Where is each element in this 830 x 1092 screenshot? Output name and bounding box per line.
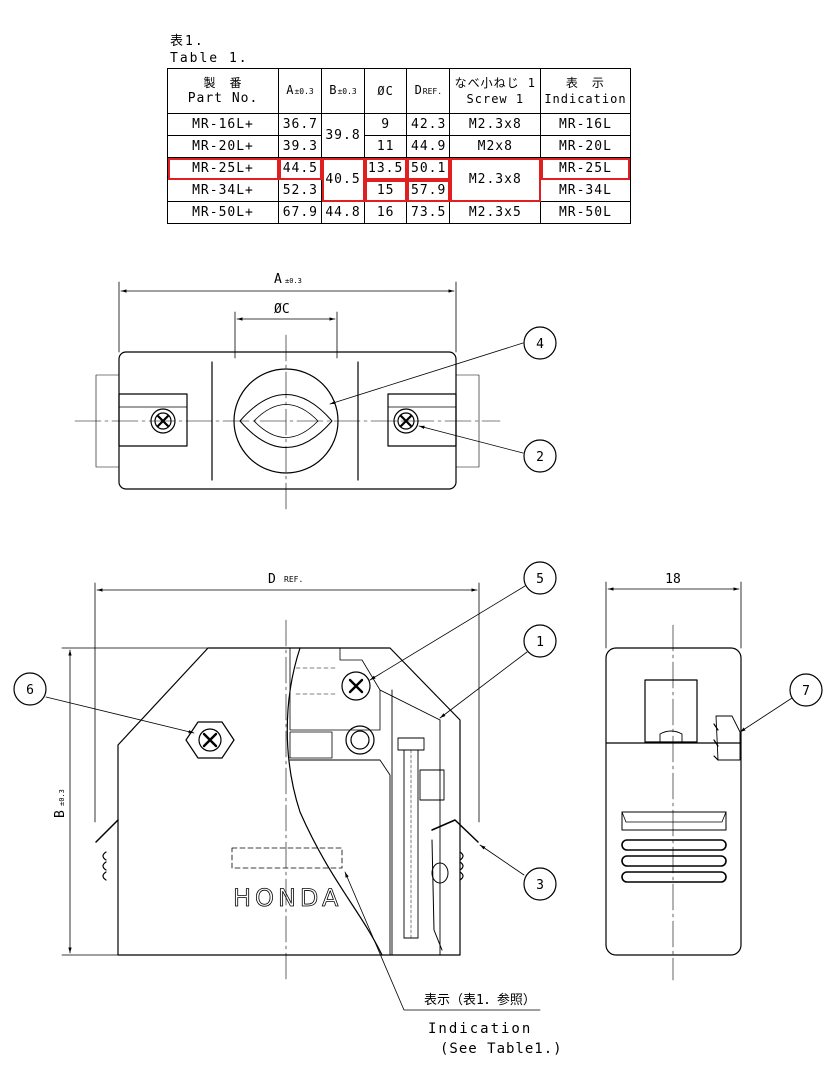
balloon-4	[523, 326, 557, 360]
cell-indication: MR-16L	[540, 113, 631, 136]
header-screw: なべ小ねじ 1 Screw 1	[449, 68, 542, 114]
cell-c: 15	[363, 179, 408, 202]
cell-a: 52.3	[278, 179, 322, 202]
table-header-row: 製 番 Part No. A±0.3 B±0.3 ØC DREF. なべ小ねじ …	[167, 68, 631, 114]
cell-c: 13.5	[363, 157, 408, 180]
dim-b-tol: ±0.3	[58, 789, 66, 806]
cell-d: 42.3	[406, 113, 451, 136]
dim-width-label: 18	[665, 572, 681, 587]
cell-b: 44.8	[321, 201, 365, 224]
dim-c-label: ØC	[274, 302, 290, 317]
balloon-6	[13, 672, 47, 706]
header-indication: 表 示 Indication	[540, 68, 631, 114]
cell-c: 11	[363, 135, 408, 158]
indication-note-en: Indication	[428, 1021, 532, 1037]
header-screw-en: Screw 1	[466, 92, 525, 106]
top-view: A ±0.3 ØC	[74, 272, 557, 511]
table-row: MR-50L+ 67.9 44.8 16 73.5 M2.3x5 MR-50L	[167, 201, 631, 224]
header-indication-en: Indication	[544, 92, 627, 106]
header-c-label: ØC	[377, 84, 394, 98]
header-a-tol: ±0.3	[294, 87, 314, 96]
cell-indication: MR-25L	[540, 157, 631, 180]
table-caption-en: Table 1.	[170, 51, 249, 66]
spec-table: 製 番 Part No. A±0.3 B±0.3 ØC DREF. なべ小ねじ …	[167, 68, 631, 224]
cell-b: 39.8	[321, 113, 365, 158]
hex-bolt-icon	[185, 721, 235, 759]
header-screw-jp: なべ小ねじ 1	[454, 76, 537, 90]
balloon-2-label: 2	[536, 450, 544, 465]
side-view-body	[605, 647, 742, 956]
ring-icon	[345, 725, 375, 755]
screw-head-icon	[341, 671, 371, 701]
brand-logo: HONDA	[233, 884, 342, 912]
cell-a: 36.7	[278, 113, 322, 136]
indication-area	[231, 847, 343, 869]
header-part-no: 製 番 Part No.	[167, 68, 279, 114]
table-row: MR-16L+ 36.7 39.8 9 42.3 M2.3x8 MR-16L	[167, 113, 631, 158]
dim-a-tol: ±0.3	[285, 277, 302, 285]
side-latch-window	[644, 679, 698, 743]
header-part-no-jp: 製 番	[203, 76, 243, 90]
cell-a: 39.3	[278, 135, 322, 158]
indication-note-see: (See Table1.)	[440, 1041, 563, 1057]
cell-part: MR-20L+	[167, 135, 279, 158]
indication-note-jp: 表示（表1．参照）	[424, 992, 536, 1008]
dim-d-label: D	[268, 572, 276, 587]
cell-indication: MR-34L	[540, 179, 631, 202]
cell-part: MR-50L+	[167, 201, 279, 224]
table-caption-jp: 表1.	[170, 34, 205, 49]
header-d-label: D	[414, 83, 423, 97]
nut-icon	[715, 715, 741, 761]
long-screw-head	[397, 737, 425, 751]
table-row: MR-34L+ 52.3 15 57.9 MR-34L	[167, 179, 631, 202]
balloon-3-label: 3	[536, 878, 544, 893]
left-screw-pad	[118, 393, 188, 447]
cell-part: MR-34L+	[167, 179, 279, 202]
front-view: D REF. B ±0.3	[13, 561, 557, 1011]
header-part-no-en: Part No.	[187, 91, 259, 106]
cable-entry-inner	[239, 394, 333, 448]
right-screw-pad	[387, 393, 457, 447]
side-view: 18 7	[605, 572, 823, 981]
front-view-housing	[117, 647, 461, 956]
cell-screw: M2x8	[449, 135, 542, 158]
cell-d: 50.1	[406, 157, 451, 180]
balloon-1-label: 1	[536, 635, 544, 650]
cell-c: 16	[363, 201, 408, 224]
balloon-1	[523, 624, 557, 658]
header-d-ref: REF.	[422, 87, 443, 96]
header-indication-jp: 表 示	[565, 76, 605, 90]
balloon-4-label: 4	[536, 337, 544, 352]
balloon-5	[523, 561, 557, 595]
header-b-label: B	[329, 83, 338, 97]
cell-indication: MR-50L	[540, 201, 631, 224]
cell-screw: M2.3x8	[449, 113, 542, 136]
header-a-label: A	[286, 83, 295, 97]
cell-b: 40.5	[321, 157, 365, 202]
header-d: DREF.	[406, 68, 451, 114]
balloon-6-label: 6	[26, 683, 34, 698]
balloon-7-label: 7	[802, 684, 810, 699]
balloon-2	[523, 439, 557, 473]
cell-screw: M2.3x8	[449, 157, 542, 202]
table-row: MR-25L+ 44.5 40.5 13.5 50.1 M2.3x8 MR-25…	[167, 157, 631, 202]
header-a: A±0.3	[278, 68, 322, 114]
dim-d-ref: REF.	[284, 575, 303, 584]
balloon-5-label: 5	[536, 572, 544, 587]
header-b-tol: ±0.3	[337, 87, 357, 96]
balloon-3	[523, 867, 557, 901]
dim-a-label: A	[274, 272, 282, 287]
cell-a: 67.9	[278, 201, 322, 224]
dim-b-label: B	[53, 810, 68, 818]
balloon-7	[789, 673, 823, 707]
